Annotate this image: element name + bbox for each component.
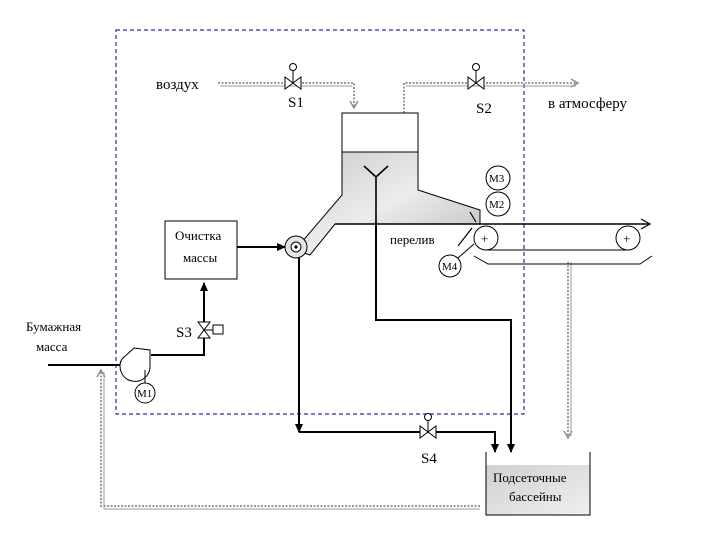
roll-right-label: + — [623, 231, 630, 246]
valve-s1[interactable] — [284, 63, 302, 90]
motor-m3-label: M3 — [489, 173, 505, 185]
motor-m4-label: M4 — [442, 261, 458, 273]
motor-m2-label: M2 — [489, 199, 504, 211]
roll-left — [473, 225, 499, 251]
overflow-label: перелив — [390, 232, 435, 247]
valve-s3-label: S3 — [176, 325, 192, 341]
pump-to-cleaning-line — [151, 282, 208, 356]
headbox-top — [341, 112, 419, 153]
paper-label-1: Бумажная — [26, 319, 81, 334]
motor-m1-label: M1 — [137, 388, 152, 400]
distributor — [284, 235, 308, 259]
wire-belt — [473, 249, 653, 265]
to-atmosphere-label: в атмосферу — [548, 96, 628, 112]
basins-label-2: бассейны — [509, 489, 562, 504]
air-label: воздух — [156, 77, 199, 93]
bypass-line — [299, 431, 499, 453]
headbox — [294, 112, 481, 256]
basins-label-1: Подсеточные — [493, 470, 567, 485]
cleaning-label-2: массы — [183, 250, 217, 265]
cleaning-box — [164, 220, 238, 280]
spray-nozzle — [363, 165, 389, 222]
valve-s2[interactable] — [467, 63, 485, 90]
air-lines — [96, 78, 580, 507]
air-outlet-line — [403, 78, 580, 113]
basins — [485, 452, 591, 516]
motor-m4 — [438, 243, 475, 278]
process-lines — [48, 222, 515, 453]
motor-m1 — [134, 370, 156, 404]
valve-s2-label: S2 — [476, 101, 492, 117]
motor-m2 — [485, 191, 511, 217]
valve-s3[interactable] — [197, 321, 224, 339]
pump — [119, 347, 151, 382]
roll-right — [615, 225, 641, 251]
roll-left-label: + — [481, 231, 488, 246]
wire-conveyor — [457, 211, 653, 265]
cleaning-label-1: Очистка — [175, 228, 221, 243]
valve-s4[interactable] — [419, 413, 437, 439]
overflow-line — [375, 222, 515, 453]
valve-s1-label: S1 — [288, 95, 304, 111]
motor-m3 — [485, 165, 511, 191]
paper-label-2: масса — [36, 339, 68, 354]
control-boundary — [115, 29, 525, 415]
recycle-line — [96, 368, 480, 507]
valve-s4-label: S4 — [421, 451, 437, 467]
